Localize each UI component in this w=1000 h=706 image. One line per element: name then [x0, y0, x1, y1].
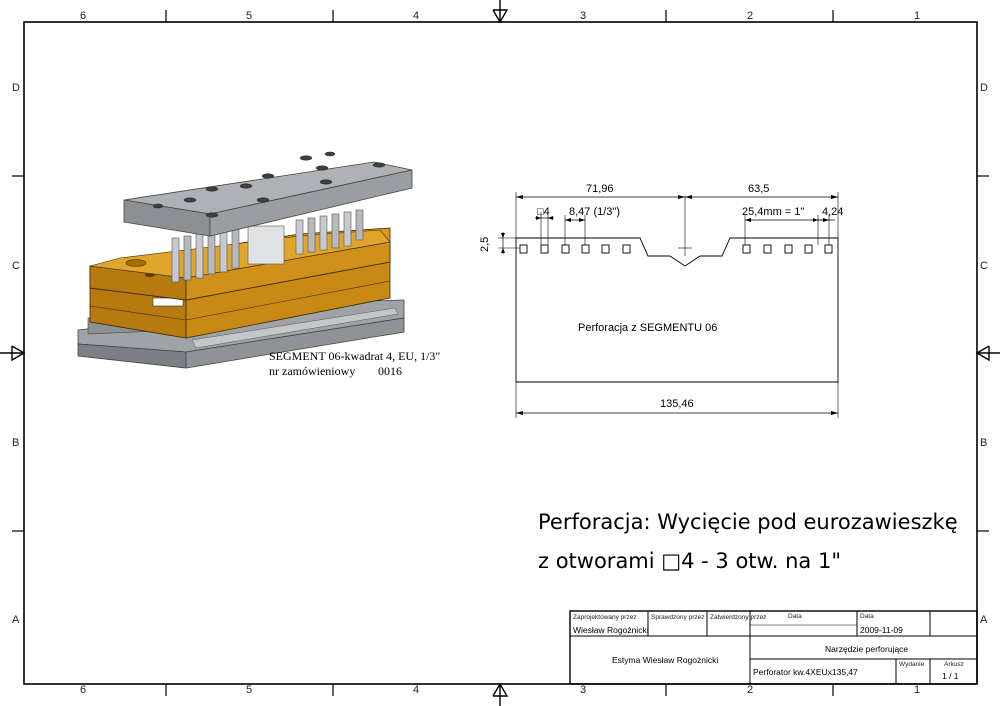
zone-col-bottom-1: 1	[914, 684, 921, 696]
zone-row-right-b: B	[980, 437, 988, 449]
zone-col-top-2: 2	[747, 10, 754, 22]
heading-line2: z otworami □4 - 3 otw. na 1"	[538, 549, 841, 573]
zone-row-left-d: D	[12, 82, 20, 94]
zone-row-right-c: C	[980, 260, 988, 272]
zone-col-bottom-6: 6	[80, 684, 87, 696]
company-name: Estyma Wiesław Rogożnicki	[612, 655, 719, 665]
date-label-approval: Data	[788, 613, 802, 620]
dim-total-width: 135,46	[660, 398, 694, 410]
sheet-number: 1 / 1	[942, 671, 959, 681]
perforation-profile	[498, 192, 839, 418]
edition-label: Wydanie	[899, 661, 925, 668]
profile-label: Perforacja z SEGMENTU 06	[578, 322, 718, 334]
approved-by-label: Zatwierdzony przez	[710, 614, 767, 621]
zone-row-left-c: C	[12, 260, 20, 272]
title-block-frame	[569, 610, 978, 685]
zone-col-top-3: 3	[580, 10, 587, 22]
model-caption-line1: SEGMENT 06-kwadrat 4, EU, 1/3"	[269, 349, 441, 363]
zone-ticks	[12, 10, 989, 696]
heading-line1: Perforacja: Wycięcie pod eurozawieszkę	[538, 510, 958, 534]
zone-row-right-d: D	[980, 82, 988, 94]
dim-hole-height: 2,5	[479, 236, 491, 252]
sheet-label: Arkusz	[944, 661, 964, 668]
dim-right-width: 63,5	[748, 183, 770, 195]
zone-row-left-b: B	[12, 437, 20, 449]
zone-col-bottom-2: 2	[747, 684, 754, 696]
zone-col-top-4: 4	[413, 10, 420, 22]
dim-left-width: 71,96	[586, 183, 614, 195]
tool-name: Narzędzie perforujące	[825, 644, 909, 654]
zone-col-bottom-3: 3	[580, 684, 587, 696]
zone-col-top-5: 5	[246, 10, 253, 22]
zone-col-bottom-4: 4	[413, 684, 420, 696]
dim-end-offset: 4,24	[822, 206, 844, 218]
zone-col-top-1: 1	[914, 10, 921, 22]
zone-col-bottom-5: 5	[246, 684, 253, 696]
date-value: 2009-11-09	[860, 625, 903, 635]
part-name: Perforator kw.4XEUx135,47	[753, 667, 858, 677]
designed-by-label: Zaprojektowany przez	[573, 614, 637, 621]
dim-inch-length: 25,4mm = 1"	[742, 206, 805, 218]
zone-row-left-a: A	[12, 614, 20, 626]
model-order-number: 0016	[378, 364, 402, 378]
zone-col-top-6: 6	[80, 10, 87, 22]
checked-by-label: Sprawdzony przez	[651, 614, 705, 621]
dim-square-size: □4	[537, 206, 550, 218]
zone-row-right-a: A	[980, 614, 988, 626]
model-caption-line2: nr zamówieniowy	[269, 364, 356, 378]
dim-hole-pitch: 8,47 (1/3")	[569, 206, 620, 218]
date-label: Data	[860, 613, 874, 620]
designed-by-value: Wiesław Rogożnicki	[573, 625, 649, 635]
die-set-3d-model	[77, 151, 413, 369]
